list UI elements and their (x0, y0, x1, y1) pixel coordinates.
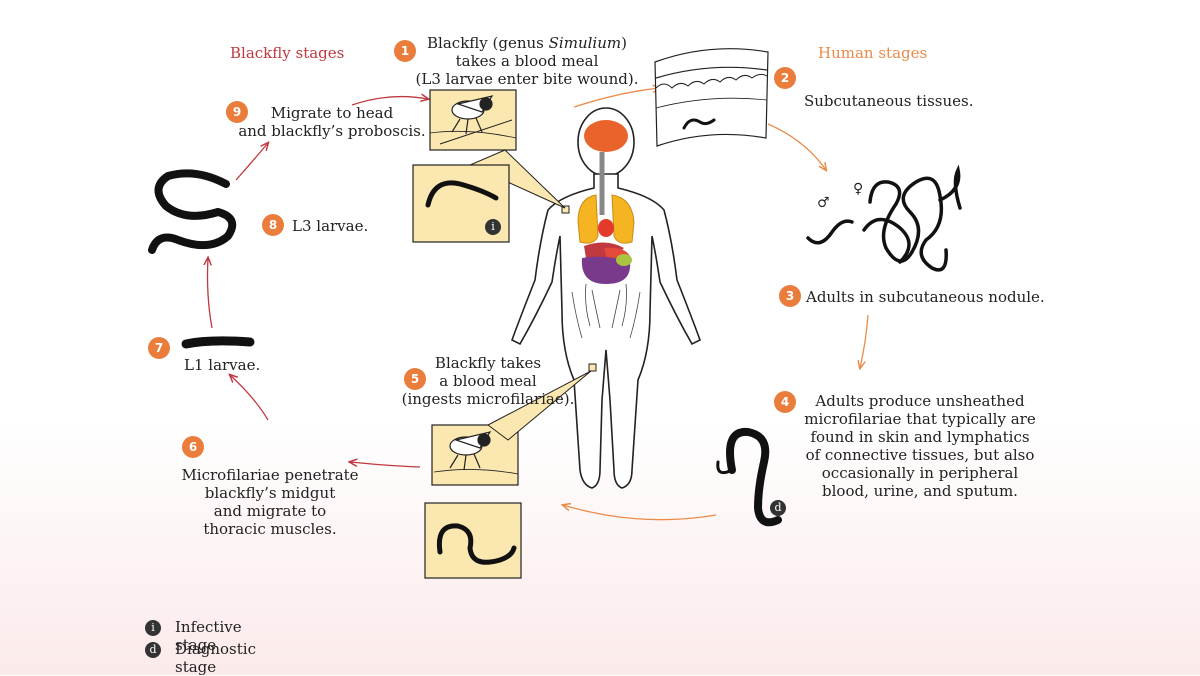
step-4-text: Adults produce unsheathed microfilariae … (790, 392, 1050, 500)
step-9-badge: 9 (226, 101, 248, 123)
cycle-arrows (208, 88, 869, 521)
step-4-line-6: blood, urine, and sputum. (822, 482, 1018, 500)
arrow-8-to-9 (235, 143, 268, 181)
step-5-line-2: a blood meal (439, 372, 537, 390)
step-4-line-3: found in skin and lymphatics (810, 428, 1030, 446)
step-9-text: Migrate to head and blackfly’s proboscis… (232, 104, 432, 140)
legend-infective-label: Infective stage (175, 618, 242, 654)
step-2-badge: 2 (774, 67, 796, 89)
larva-in-skin (682, 118, 716, 130)
brain (584, 120, 628, 152)
step-3-text: Adults in subcutaneous nodule. (806, 288, 1045, 306)
l3-larva-zoom (425, 180, 499, 208)
right-lung (611, 194, 635, 244)
adult-worms (806, 164, 962, 272)
step-6-line-4: thoracic muscles. (203, 520, 337, 538)
step-4-badge: 4 (774, 391, 796, 413)
arrow-4-to-5 (563, 505, 717, 521)
heart (598, 219, 614, 237)
step-6-line-3: and migrate to (213, 502, 327, 520)
legend-diagnostic-marker: d (145, 642, 161, 658)
step-6-line-1: Microfilariae penetrate (181, 466, 359, 484)
human-stages-header: Human stages (818, 44, 928, 62)
step-7-badge: 7 (148, 337, 170, 359)
step-4-line-5: occasionally in peripheral (821, 464, 1019, 482)
step-8-text: L3 larvae. (292, 217, 369, 235)
bite-site-lower (588, 363, 597, 372)
step-8-badge: 8 (262, 214, 284, 236)
microfilaria-large (726, 427, 782, 527)
legend-diagnostic-label: Diagnostic stage (175, 640, 256, 676)
arrow-7-to-8 (208, 258, 213, 329)
arrow-6-to-7 (230, 375, 269, 421)
infective-stage-marker: i (485, 219, 501, 235)
bite-site-upper (561, 205, 570, 214)
genus-name: Simulium (548, 34, 622, 52)
human-body (511, 107, 701, 489)
step-1-text: Blackfly (genus Simulium) takes a blood … (402, 34, 652, 88)
gallbladder (616, 254, 632, 266)
blackfly-icon-lower (449, 431, 492, 471)
step-7-text: L1 larvae. (184, 356, 261, 374)
step-4-line-4: of connective tissues, but also (805, 446, 1035, 464)
step-5-badge: 5 (404, 368, 426, 390)
step-3-badge: 3 (779, 285, 801, 307)
step-4-line-1: Adults produce unsheathed (815, 392, 1025, 410)
skin-tissue-block (654, 48, 769, 147)
l1-larva (181, 336, 255, 349)
step-2-text: Subcutaneous tissues. (804, 92, 974, 110)
step-1-badge: 1 (394, 40, 416, 62)
legend-infective-marker: i (145, 620, 161, 636)
step-5-line-3: (ingests microfilariae). (401, 390, 575, 408)
step-1-line-3: (L3 larvae enter bite wound). (415, 70, 639, 88)
step-9-line-1: Migrate to head (270, 104, 394, 122)
step-6-text: Microfilariae penetrate blackfly’s midgu… (170, 466, 370, 538)
arrow-2-to-3 (767, 123, 826, 170)
blackfly-icon-upper (451, 95, 494, 135)
female-symbol: ♀ (853, 181, 864, 197)
arrow-3-to-4 (860, 314, 869, 368)
l3-larva-large (148, 169, 237, 254)
step-6-line-2: blackfly’s midgut (204, 484, 336, 502)
step-1-line-1: Blackfly (genus Simulium) (427, 34, 627, 52)
step-6-badge: 6 (182, 436, 204, 458)
left-lung (577, 194, 599, 244)
diagnostic-stage-marker: d (770, 500, 786, 516)
step-1-line-2: takes a blood meal (455, 52, 599, 70)
male-symbol: ♂ (817, 195, 830, 211)
lower-zoom-callout (424, 370, 592, 579)
lymphatics (571, 283, 641, 339)
microfilaria-zoom (436, 523, 517, 565)
step-9-line-2: and blackfly’s proboscis. (238, 122, 426, 140)
arrow-9-to-1 (351, 97, 428, 106)
blackfly-stages-header: Blackfly stages (230, 44, 345, 62)
step-5-line-1: Blackfly takes (434, 354, 542, 372)
arrow-5-to-6 (350, 462, 421, 468)
step-5-text: Blackfly takes a blood meal (ingests mic… (398, 354, 578, 408)
arrow-1-to-2 (573, 88, 660, 108)
step-4-line-2: microfilariae that typically are (804, 410, 1036, 428)
